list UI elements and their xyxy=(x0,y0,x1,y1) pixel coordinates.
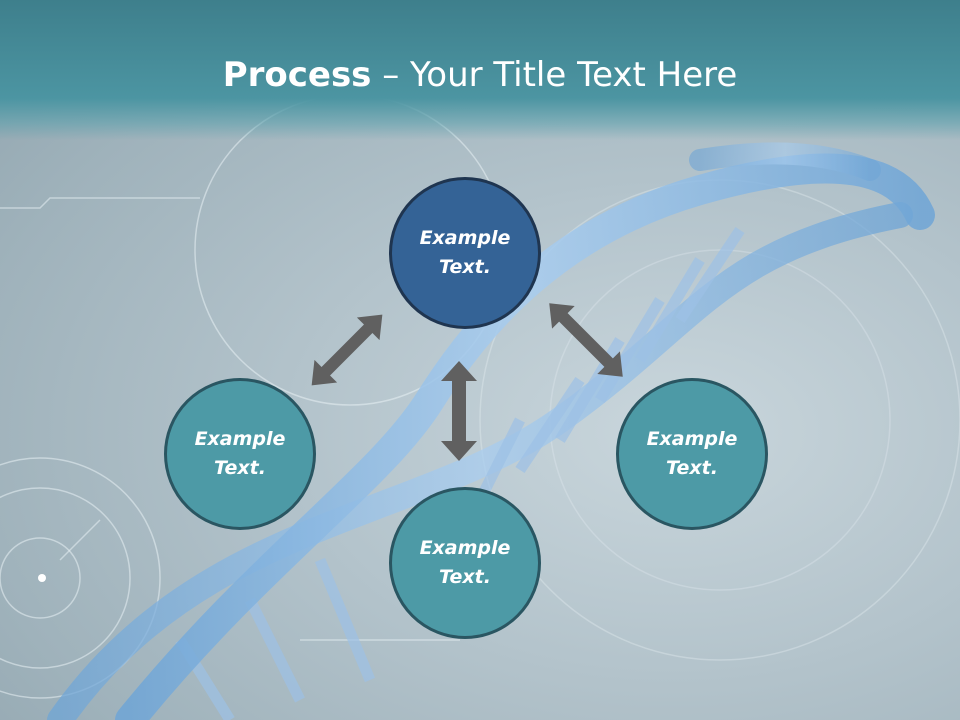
process-node-top[interactable]: Example Text. xyxy=(389,177,541,329)
process-node-left[interactable]: Example Text. xyxy=(164,378,316,530)
process-node-right-label: Example Text. xyxy=(646,428,738,479)
process-node-right[interactable]: Example Text. xyxy=(616,378,768,530)
process-node-top-label: Example Text. xyxy=(419,227,511,278)
arrow-vertical xyxy=(441,361,477,461)
slide-title: Process – Your Title Text Here xyxy=(0,52,960,98)
slide-title-bold: Process xyxy=(222,55,372,95)
arrow-top-left xyxy=(311,314,383,386)
process-node-bottom[interactable]: Example Text. xyxy=(389,487,541,639)
slide-title-rest: – Your Title Text Here xyxy=(371,55,738,95)
process-node-bottom-label: Example Text. xyxy=(419,537,511,588)
title-band xyxy=(0,0,960,140)
process-node-left-label: Example Text. xyxy=(194,428,286,479)
arrow-top-right xyxy=(549,303,623,377)
